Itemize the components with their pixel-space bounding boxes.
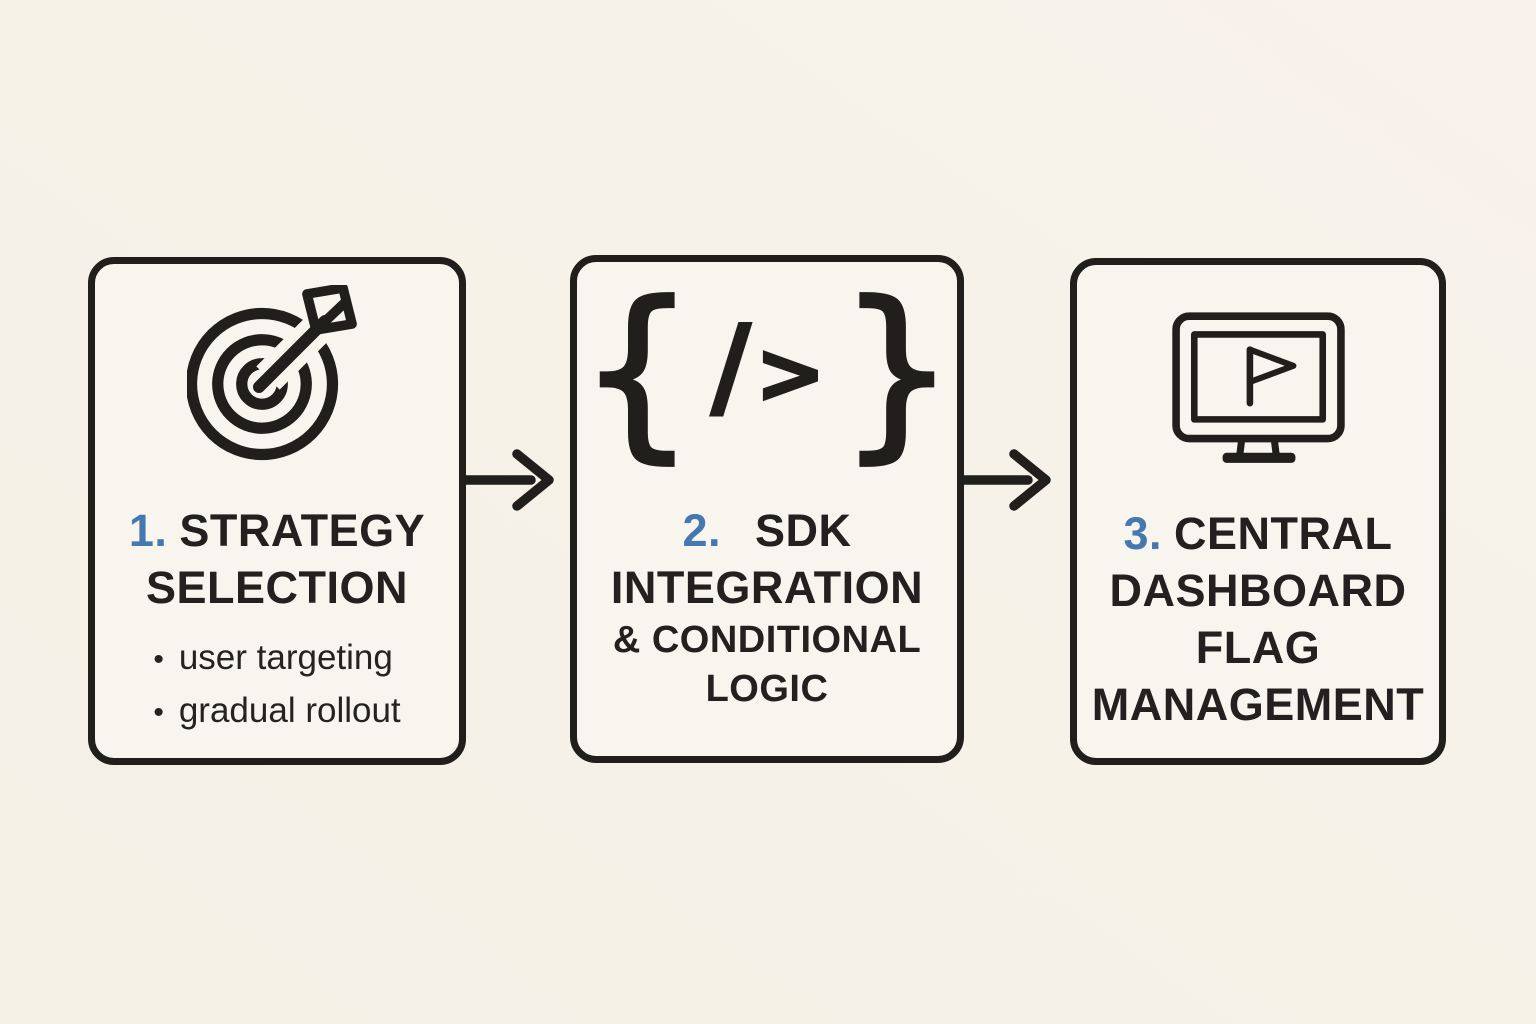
bullet-item: • user targeting	[153, 632, 400, 685]
step-number: 1.	[128, 505, 168, 556]
open-brace-glyph: {	[576, 261, 697, 479]
bullet-text: user targeting	[178, 638, 393, 678]
step-title-line: LOGIC	[705, 667, 829, 710]
step-title-text: STRATEGY	[179, 505, 426, 556]
step-title: 1.STRATEGY SELECTION	[129, 502, 425, 616]
step-title-line: 1.STRATEGY	[129, 502, 425, 559]
step-card-dashboard-flag-management: 3.CENTRAL DASHBOARD FLAG MANAGEMENT	[1070, 258, 1446, 765]
target-arrow-icon	[187, 285, 358, 461]
bullet-dot: •	[153, 695, 164, 729]
step-title-line: DASHBOARD	[1109, 565, 1407, 617]
code-braces-icon: { / > }	[576, 261, 957, 479]
step-title-line: FLAG	[1195, 622, 1321, 674]
step-icon-band: { / > }	[576, 261, 957, 479]
close-brace-glyph: }	[836, 261, 957, 479]
angle-bracket-glyph: >	[754, 323, 827, 422]
step-title: 2. SDK INTEGRATION & CONDITIONAL LOGIC	[611, 502, 923, 714]
step-title-line: SELECTION	[145, 562, 409, 614]
step-title-text: CENTRAL	[1174, 508, 1393, 559]
step-number: 3.	[1123, 508, 1163, 559]
step-card-sdk-integration: { / > } 2. SDK INTEGRATION & CONDITIONAL …	[570, 255, 964, 763]
step-title-text: SDK	[755, 505, 852, 556]
arrow-right-icon	[461, 449, 554, 511]
slash-glyph: /	[709, 301, 752, 432]
step-title-line: INTEGRATION	[610, 562, 924, 614]
step-title-line: & CONDITIONAL	[612, 619, 922, 662]
bullet-text: gradual rollout	[178, 690, 401, 730]
monitor-flag-icon	[1172, 312, 1345, 463]
step-title-line: 2. SDK	[611, 502, 923, 559]
bullet-list: • user targeting • gradual rollout	[153, 632, 400, 737]
step-title-line: MANAGEMENT	[1091, 679, 1425, 731]
step-number: 2.	[682, 505, 721, 556]
step-title-line: 3.CENTRAL	[1092, 505, 1424, 562]
bullet-dot: •	[153, 643, 164, 677]
step-card-strategy-selection: 1.STRATEGY SELECTION • user targeting • …	[88, 257, 466, 765]
arrow-right-icon	[958, 449, 1051, 511]
bullet-item: • gradual rollout	[153, 685, 400, 738]
step-icon-band	[187, 284, 367, 466]
step-title: 3.CENTRAL DASHBOARD FLAG MANAGEMENT	[1092, 505, 1424, 734]
step-icon-band	[1169, 305, 1347, 465]
